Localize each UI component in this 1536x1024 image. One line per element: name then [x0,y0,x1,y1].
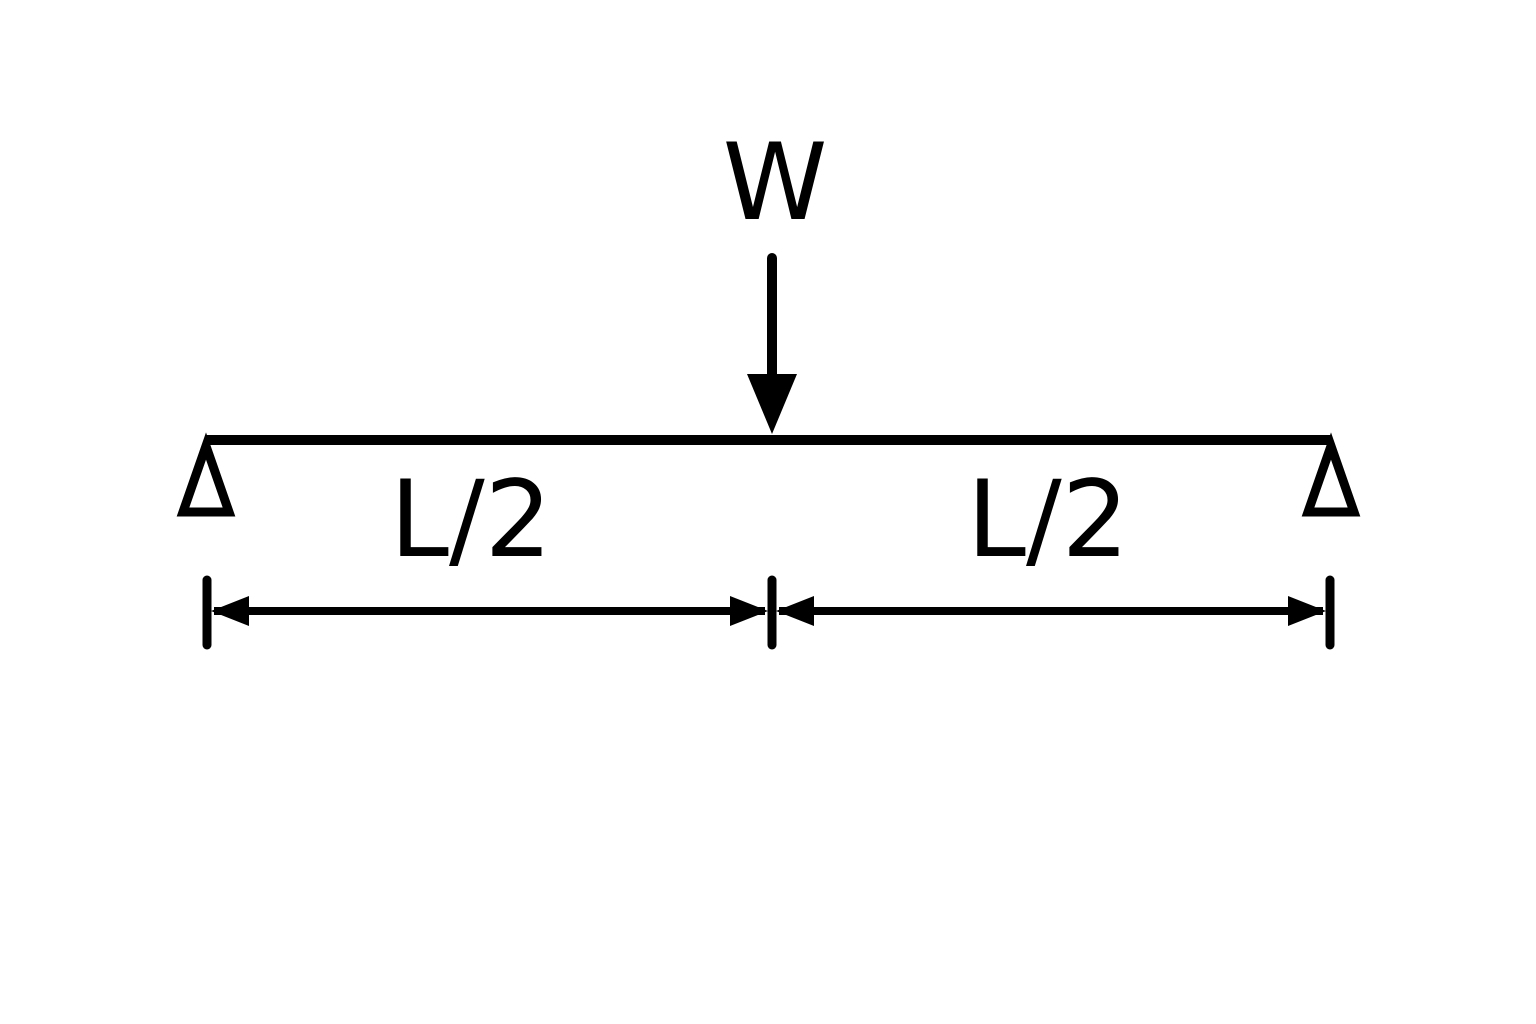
load-label: W [723,121,828,244]
dim-label-right: L/2 [967,458,1129,581]
dimension-line [202,575,1335,650]
dim-arrowhead-left-inner [730,596,768,626]
dim-arrowhead-right-outer [1288,596,1326,626]
pin-support-left [176,432,236,517]
pin-support-right [1301,432,1361,517]
load-arrowhead [747,374,797,434]
dim-arrowhead-left-outer [211,596,249,626]
dim-arrowhead-right-inner [776,596,814,626]
dim-label-left: L/2 [390,458,552,581]
load-arrow [747,253,797,434]
